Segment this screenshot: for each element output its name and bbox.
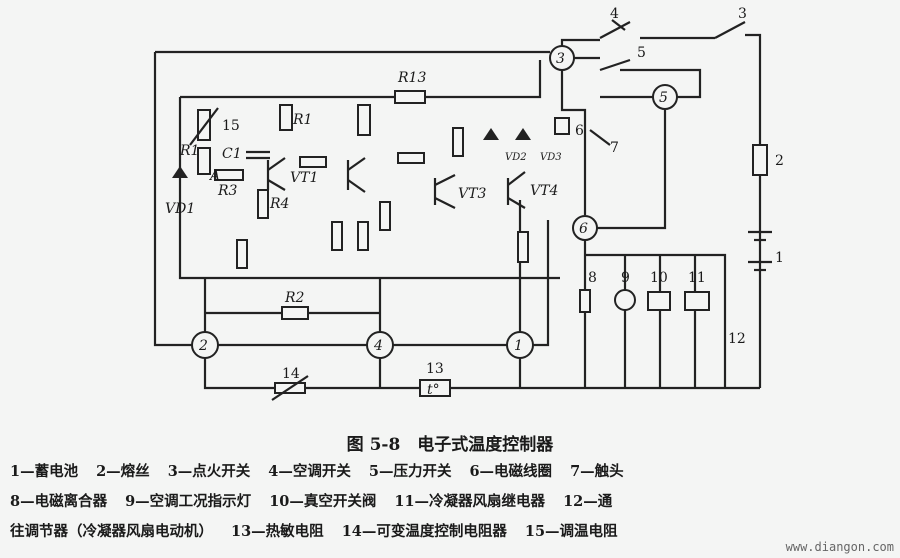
vt3-label: VT3 — [458, 186, 486, 202]
label-2: 2 — [775, 153, 784, 169]
legend-item: 13—热敏电阻 — [231, 523, 324, 540]
legend-item: 10—真空开关阀 — [269, 493, 377, 510]
legend-item: 5—压力开关 — [368, 463, 452, 480]
label-1: 1 — [775, 250, 784, 266]
legend-item: 1—蓄电池 — [10, 463, 79, 480]
transistor-vt1 — [266, 157, 286, 191]
diode-vd2 — [483, 128, 499, 140]
legend-item: 15—调温电阻 — [524, 523, 618, 540]
r3-label: R3 — [217, 183, 238, 199]
thermistor-label: t° — [427, 382, 440, 398]
resistor — [397, 152, 425, 164]
label-12: 12 — [728, 331, 746, 347]
indicator-lamp-9 — [614, 289, 636, 311]
label-4: 4 — [610, 6, 619, 22]
ignition-switch-3 — [714, 21, 746, 39]
r1-label: R1 — [292, 112, 312, 128]
label-13: 13 — [426, 361, 444, 377]
legend-item: 8—电磁离合器 — [10, 493, 108, 510]
connector-1-label: 1 — [514, 338, 523, 354]
resistor-r3 — [214, 169, 244, 181]
transistor-vt3 — [433, 174, 456, 209]
resistor-r4 — [257, 189, 269, 219]
legend-item: 7—触头 — [570, 463, 624, 480]
resistor-r2 — [281, 306, 309, 320]
legend-item: 12—通 — [563, 493, 613, 510]
vd3-label: VD3 — [540, 152, 562, 163]
label-15: 15 — [222, 118, 240, 134]
resistor — [299, 156, 327, 168]
label-10: 10 — [650, 270, 668, 286]
connector-2-label: 2 — [198, 338, 208, 354]
thermistor-13 — [419, 379, 451, 397]
label-8: 8 — [588, 270, 597, 286]
connector-5-label: 5 — [659, 90, 668, 106]
resistor — [236, 239, 248, 269]
battery-1 — [748, 230, 772, 272]
r2-label: R2 — [284, 290, 305, 306]
label-3: 3 — [738, 6, 747, 22]
vd2-label: VD2 — [505, 152, 527, 163]
connector-3-label: 3 — [556, 51, 565, 67]
legend-item: 往调节器（冷凝器风扇电动机） — [10, 523, 213, 540]
label-14: 14 — [282, 366, 300, 382]
connectors — [191, 45, 678, 359]
variable-arrow — [271, 375, 309, 401]
legend-item: 14—可变温度控制电阻器 — [341, 523, 507, 540]
fan-relay-11 — [684, 291, 710, 311]
legend-line-3: 往调节器（冷凝器风扇电动机） 13—热敏电阻 14—可变温度控制电阻器 15—调温电阻 — [10, 520, 895, 541]
resistor — [452, 127, 464, 157]
transistor-vt2 — [346, 157, 366, 193]
node-a-label: A — [208, 168, 220, 184]
resistor — [357, 104, 371, 136]
variable-arrow — [189, 107, 219, 146]
c1-label: C1 — [222, 146, 242, 162]
figure-caption: 图 5-8 电子式温度控制器 — [346, 435, 554, 455]
clutch-8 — [579, 289, 591, 313]
vacuum-valve-10 — [647, 291, 671, 311]
legend-item: 9—空调工况指示灯 — [125, 493, 252, 510]
resistor — [357, 221, 369, 251]
transistor-vt4 — [506, 171, 526, 209]
legend-line-1: 1—蓄电池 2—熔丝 3—点火开关 4—空调开关 5—压力开关 6—电磁线圈 7—触头 — [10, 460, 895, 481]
resistor — [331, 221, 343, 251]
label-7: 7 — [610, 140, 619, 156]
circuit-diagram: 3 5 6 2 4 1 R13 R2 R1 R1 R3 R4 C1 VD1 A … — [153, 6, 784, 401]
watermark: www.diangon.com — [785, 540, 894, 554]
pressure-switch-5 — [599, 58, 631, 72]
diode-vd3 — [515, 128, 531, 140]
resistor-r1-collector — [279, 104, 293, 131]
capacitor-c1 — [246, 150, 270, 160]
label-11: 11 — [688, 270, 706, 286]
vt1-label: VT1 — [290, 170, 318, 186]
resistor-r13 — [394, 90, 426, 104]
diode-vd1 — [172, 166, 188, 178]
resistor — [517, 231, 529, 263]
r1-label: R1 — [179, 143, 199, 159]
legend-item: 11—冷凝器风扇继电器 — [394, 493, 546, 510]
resistor-r1 — [197, 147, 211, 175]
legend-item: 4—空调开关 — [268, 463, 351, 480]
connector-4-label: 4 — [373, 338, 383, 354]
label-5: 5 — [637, 45, 646, 61]
labels: 3 5 6 2 4 1 R13 R2 R1 R1 R3 R4 C1 VD1 A … — [165, 51, 668, 398]
solenoid-coil-6 — [554, 117, 570, 135]
fuse-2 — [752, 144, 768, 176]
legend-item: 3—点火开关 — [167, 463, 251, 480]
label-6: 6 — [575, 123, 584, 139]
legend-item: 6—电磁线圈 — [469, 463, 553, 480]
vd1-label: VD1 — [165, 201, 195, 217]
legend-line-2: 8—电磁离合器 9—空调工况指示灯 10—真空开关阀 11—冷凝器风扇继电器 12—通 — [10, 490, 895, 511]
r4-label: R4 — [269, 196, 289, 212]
legend-item: 2—熔丝 — [96, 463, 150, 480]
contact-7 — [589, 129, 611, 146]
resistor — [379, 201, 391, 231]
ac-switch-4 — [599, 21, 631, 39]
label-9: 9 — [621, 270, 630, 286]
wires — [153, 19, 762, 390]
connector-6-label: 6 — [579, 221, 588, 237]
vt4-label: VT4 — [530, 183, 558, 199]
number-labels: 4 3 5 6 7 2 1 8 9 10 11 12 13 14 15 — [222, 6, 784, 382]
r13-label: R13 — [397, 70, 426, 86]
